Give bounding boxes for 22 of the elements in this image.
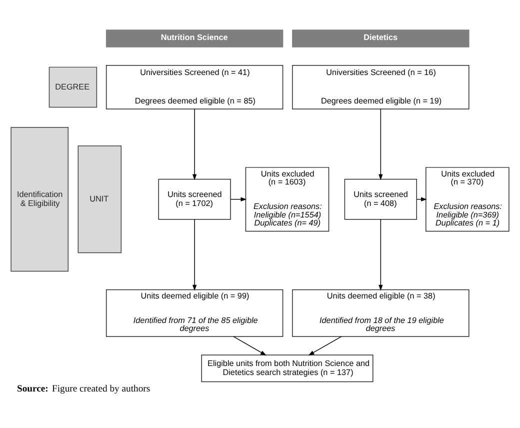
node-box: DEGREE	[48, 66, 98, 108]
node-box: Units excluded (n = 1603) Exclusion reasons: Ineligible (n=1554) Duplicates (n= 49)	[245, 167, 330, 232]
node-box: UNIT	[78, 146, 122, 254]
arrow	[230, 197, 247, 202]
node-box: Units excluded (n = 370) Exclusion reasons: Ineligible (n=369) Duplicates (n = 1)	[426, 167, 510, 232]
node-box: Universities Screened (n = 41) Degrees deemed eligible (n = 85)	[106, 65, 284, 110]
node-box: Eligible units from both Nutrition Science and Dietetics search strategies (n = 137)	[201, 354, 374, 382]
node-box: Units screened (n = 408)	[344, 178, 417, 220]
node-box: Nutrition Science	[106, 30, 284, 48]
arrow	[378, 219, 383, 291]
node-box: Identification & Eligibility	[10, 127, 69, 272]
node-box: Dietetics	[292, 30, 470, 48]
arrow	[192, 108, 197, 180]
node-box: Units deemed eligible (n = 99) Identified from 71 of the 85 eligible degrees	[106, 289, 284, 337]
arrow	[378, 108, 383, 180]
node-box: Units screened (n = 1702)	[158, 178, 231, 220]
node-box: Universities Screened (n = 16) Degrees deemed eligible (n = 19)	[292, 65, 470, 110]
arrow	[233, 336, 266, 356]
caption: Source: Figure created by authors	[16, 384, 150, 395]
arrow	[192, 219, 197, 291]
arrow	[308, 336, 342, 356]
node-box: Units deemed eligible (n = 38) Identified from 18 of the 19 eligible degrees	[292, 289, 470, 337]
